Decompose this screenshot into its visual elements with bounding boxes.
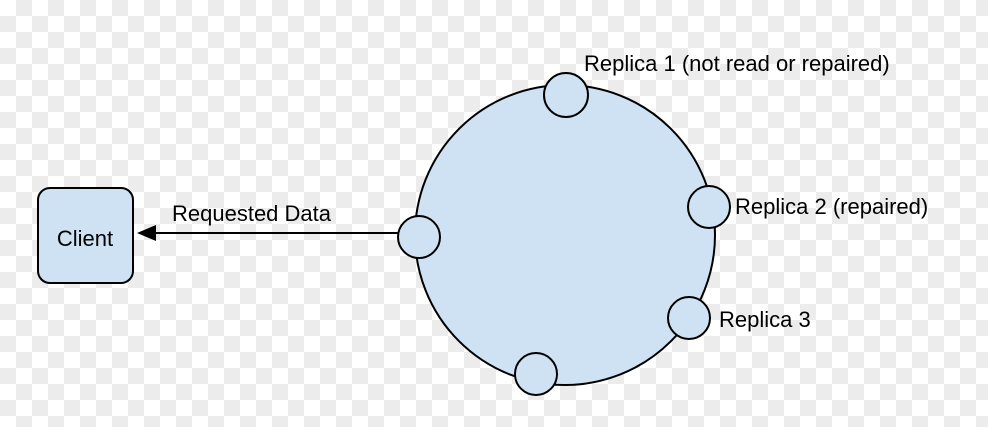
coordinator-node — [397, 215, 441, 259]
bottom-node — [514, 352, 558, 396]
requested-data-label: Requested Data — [172, 201, 332, 226]
replica-3-label: Replica 3 — [719, 307, 811, 332]
cluster-ring — [414, 84, 716, 386]
replica-1-node — [543, 72, 589, 118]
replica-3-node — [667, 296, 711, 340]
client-box — [37, 187, 134, 284]
requested-data-arrowhead-icon — [137, 225, 156, 241]
replica-2-label: Replica 2 (repaired) — [735, 194, 928, 219]
replica-2-node — [687, 185, 731, 229]
client-label: Client — [57, 226, 113, 251]
replica-1-label: Replica 1 (not read or repaired) — [584, 51, 890, 76]
